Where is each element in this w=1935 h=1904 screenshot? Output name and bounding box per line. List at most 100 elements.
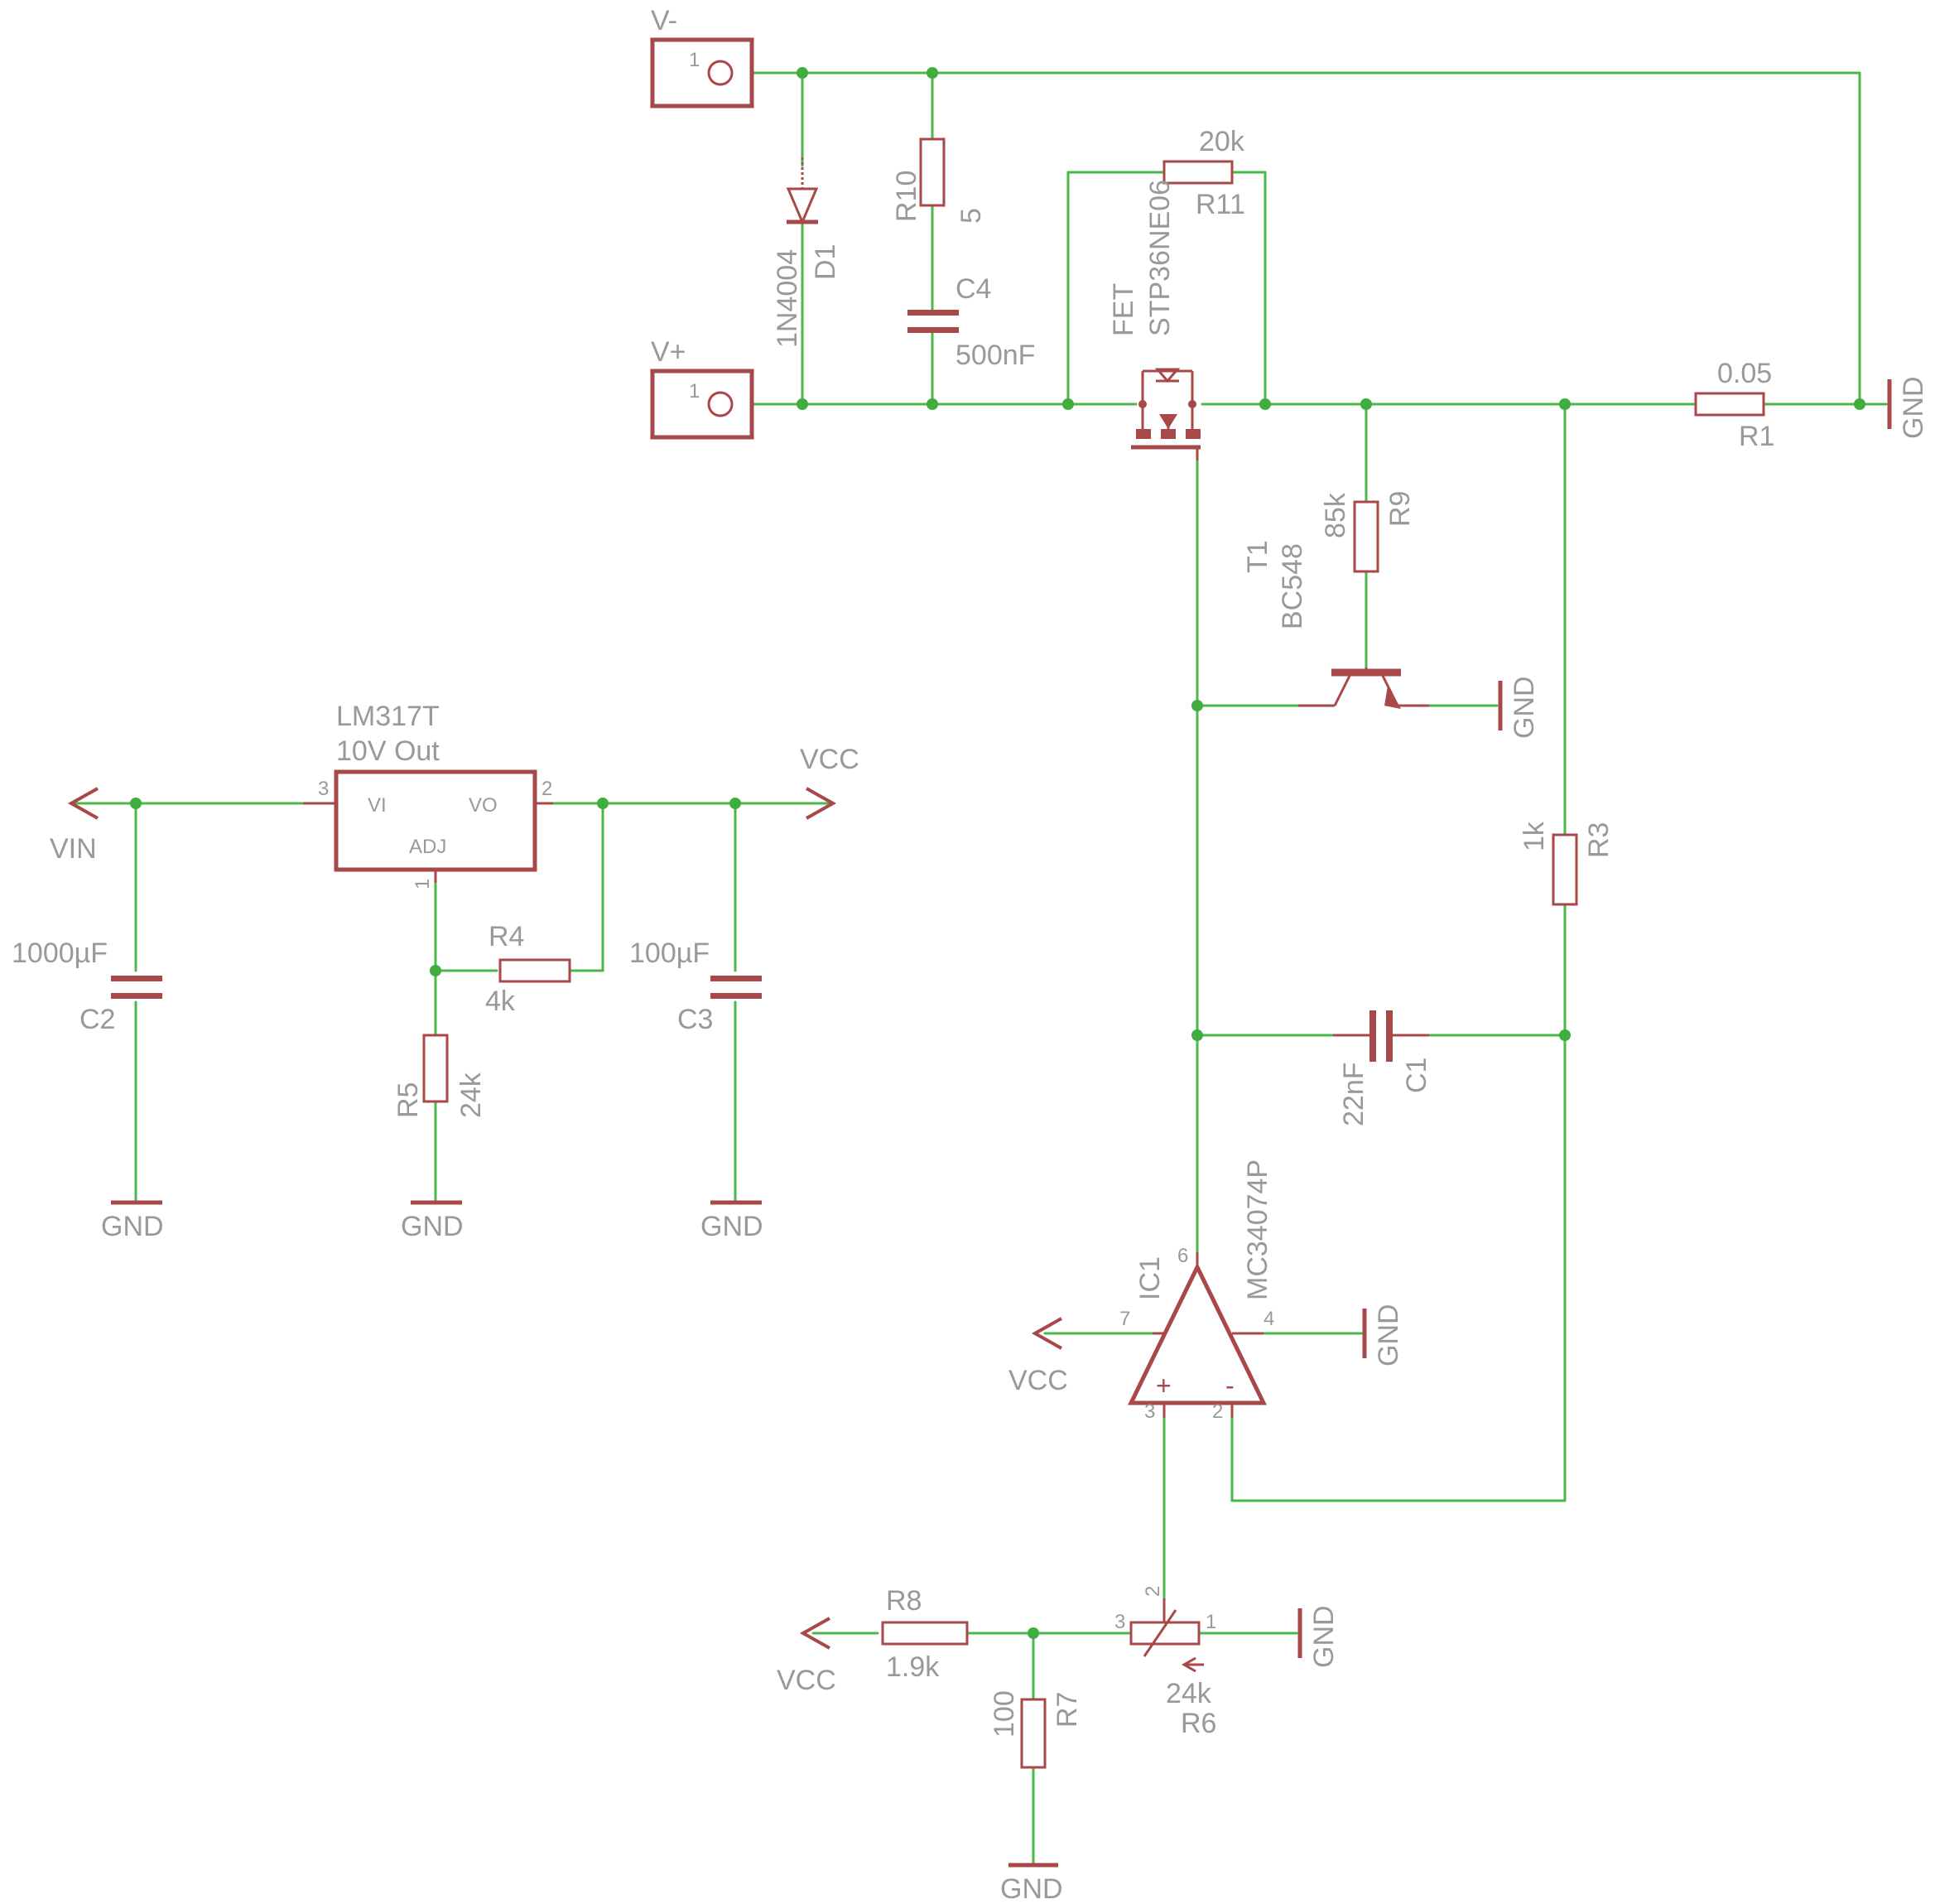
r3-name: R3	[1583, 822, 1615, 858]
gnd-symbol-opamp: GND	[1362, 1304, 1404, 1367]
gnd-label: GND	[101, 1211, 164, 1242]
regulator-pin-vi: 3	[318, 778, 329, 800]
r9-value: 85k	[1320, 492, 1351, 538]
opamp-plus-sign: +	[1156, 1371, 1172, 1400]
junction-dot	[430, 965, 441, 976]
gnd-label: GND	[1509, 676, 1540, 739]
capacitor-c1: 22nF C1	[1333, 1010, 1432, 1126]
diode-d1: D1 1N4004	[772, 157, 841, 348]
ic1-name: IC1	[1134, 1256, 1166, 1300]
terminal-vminus-label: V-	[651, 5, 677, 36]
r6-value: 24k	[1166, 1678, 1212, 1709]
ic1-value: MC34074P	[1242, 1159, 1273, 1300]
junction-dot	[130, 798, 142, 809]
gnd-symbol-r1: GND	[1887, 376, 1929, 439]
regulator-note: 10V Out	[336, 735, 440, 767]
c2-name: C2	[79, 1004, 115, 1035]
c2-value: 1000µF	[12, 938, 108, 969]
transistor-t1: T1 BC548	[1242, 540, 1429, 709]
gnd-label: GND	[1373, 1304, 1404, 1367]
vcc-label: VCC	[777, 1665, 836, 1696]
junction-dot	[1559, 1029, 1571, 1041]
junctions	[130, 67, 1865, 1639]
gnd-symbol-c3: GND	[700, 1200, 763, 1242]
r8-name: R8	[886, 1585, 922, 1617]
resistor-r7: 100 R7	[989, 1690, 1083, 1769]
r3-value: 1k	[1519, 821, 1550, 851]
junction-dot	[797, 67, 808, 79]
gnd-label: GND	[700, 1211, 763, 1242]
gnd-symbol-r7: GND	[1000, 1863, 1063, 1904]
r7-value: 100	[989, 1690, 1020, 1738]
vcc-arrow-r8: VCC	[777, 1617, 836, 1696]
regulator-part: LM317T	[336, 701, 440, 732]
junction-dot	[1028, 1627, 1039, 1639]
vin-label: VIN	[50, 833, 97, 865]
resistor-r8: R8 1.9k	[881, 1585, 969, 1683]
r4-value: 4k	[485, 986, 516, 1017]
potentiometer-r6: 3 1 2 24k R6	[1114, 1586, 1216, 1739]
c3-value: 100µF	[629, 938, 710, 969]
gnd-symbol-c2: GND	[101, 1200, 164, 1242]
gnd-symbol-r5: GND	[401, 1200, 464, 1242]
resistor-r11: 20k R11	[1162, 126, 1245, 220]
junction-dot	[1259, 398, 1271, 410]
c4-name: C4	[955, 273, 991, 305]
regulator-vi-label: VI	[368, 794, 387, 817]
r11-value: 20k	[1199, 126, 1245, 157]
terminal-pin-label: 1	[689, 49, 700, 71]
d1-name: D1	[810, 244, 841, 280]
r8-value: 1.9k	[886, 1651, 940, 1683]
resistor-r4: R4 4k	[485, 921, 571, 1017]
junction-dot	[1360, 398, 1372, 410]
t1-name: T1	[1242, 540, 1273, 573]
r6-name: R6	[1181, 1708, 1216, 1739]
r5-name: R5	[392, 1082, 424, 1118]
gnd-label: GND	[1898, 376, 1929, 439]
junction-dot	[1191, 700, 1203, 711]
r1-value: 0.05	[1717, 358, 1772, 389]
gnd-symbol-t1: GND	[1498, 676, 1540, 739]
gnd-label: GND	[1000, 1873, 1063, 1904]
regulator-pin-vo: 2	[542, 778, 552, 800]
r11-name: R11	[1196, 189, 1245, 220]
c4-value: 500nF	[955, 340, 1035, 371]
wires	[71, 71, 1888, 1867]
c1-name: C1	[1401, 1058, 1432, 1093]
opamp-pin-plus: 3	[1144, 1400, 1155, 1423]
gnd-label: GND	[401, 1211, 464, 1242]
regulator-vo-label: VO	[469, 794, 498, 817]
opamp-pin-gnd: 4	[1264, 1308, 1274, 1330]
resistor-r3: 1k R3	[1519, 821, 1615, 906]
r1-name: R1	[1739, 421, 1774, 452]
c3-name: C3	[677, 1004, 713, 1035]
d1-value: 1N4004	[772, 249, 803, 348]
resistor-r10: R10 5	[891, 137, 987, 224]
junction-dot	[1854, 398, 1865, 410]
opamp-pin-out: 6	[1177, 1245, 1188, 1267]
r6-pin2: 2	[1142, 1586, 1164, 1597]
regulator-lm317: VI VO ADJ 3 2 1 LM317T 10V Out	[303, 701, 553, 889]
r10-name: R10	[891, 171, 922, 222]
t1-value: BC548	[1277, 543, 1308, 629]
terminal-pin-label: 1	[689, 380, 700, 402]
terminal-vminus: 1 V-	[650, 5, 754, 108]
capacitor-c4: C4 500nF	[907, 273, 1035, 371]
opamp-ic1: + - 6 7 4 3 2 IC1 MC34074P	[1119, 1159, 1274, 1423]
terminal-vplus: 1 V+	[650, 336, 754, 440]
junction-dot	[1191, 1029, 1203, 1041]
c1-value: 22nF	[1338, 1063, 1369, 1127]
resistor-r1: 0.05 R1	[1694, 358, 1774, 452]
r6-pin3: 3	[1114, 1611, 1125, 1633]
opamp-pin-vcc: 7	[1119, 1308, 1130, 1330]
vcc-arrow-opamp: VCC	[1008, 1317, 1068, 1396]
capacitor-c3: 100µF C3	[629, 938, 762, 1035]
capacitor-c2: 1000µF C2	[12, 938, 162, 1035]
resistor-r9: 85k R9	[1320, 491, 1416, 573]
fet-name: FET	[1108, 283, 1139, 336]
junction-dot	[927, 398, 938, 410]
vcc-arrow-regulator: VCC	[800, 744, 859, 820]
junction-dot	[927, 67, 938, 79]
resistor-r5: R5 24k	[392, 1034, 487, 1118]
